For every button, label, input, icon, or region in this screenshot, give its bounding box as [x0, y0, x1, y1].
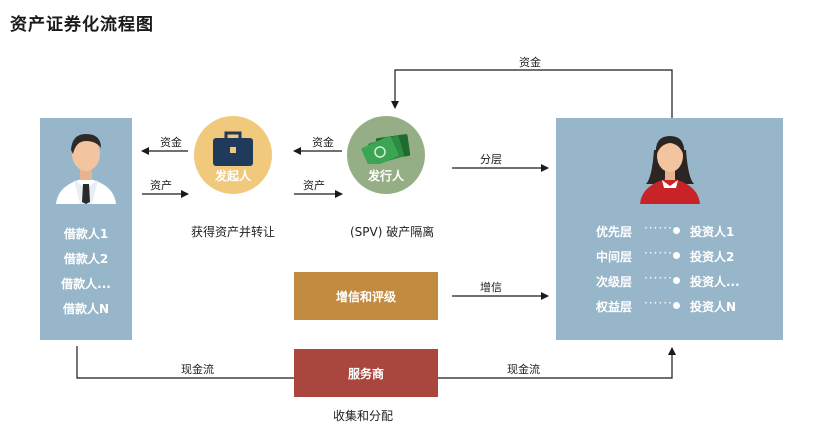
tranche-name: 优先层 — [596, 225, 633, 239]
briefcase-icon — [213, 131, 253, 166]
issuer-caption: (SPV) 破产隔离 — [350, 225, 435, 239]
tranche-dots: ······ — [644, 246, 673, 260]
servicer-box: 服务商 — [294, 349, 438, 397]
sponsor-label: 发起人 — [214, 169, 251, 183]
tranche-dots: ······ — [644, 271, 673, 285]
bullet-icon — [673, 302, 680, 309]
money-icon — [361, 134, 411, 164]
investor-name: 投资人1 — [690, 225, 735, 239]
cashflow-right-arrow — [438, 347, 676, 379]
assets-to-issuer-label: 资产 — [303, 179, 325, 192]
bullet-icon — [673, 277, 680, 284]
tranche-name: 权益层 — [596, 300, 633, 314]
tranche-row: 次级层 ······ 投资人... — [556, 268, 783, 293]
tranche-name: 次级层 — [596, 275, 633, 289]
tranche-dots: ······ — [644, 221, 673, 235]
funds-to-sponsor-label: 资金 — [312, 136, 334, 149]
bullet-icon — [673, 252, 680, 259]
tranche-name: 中间层 — [596, 250, 633, 264]
tranche-dots: ······ — [644, 296, 673, 310]
funds-to-borrower-label: 资金 — [160, 136, 182, 149]
tranche-row: 优先层 ······ 投资人1 — [556, 218, 783, 243]
page-title: 资产证券化流程图 — [10, 15, 154, 35]
borrower-list: 借款人1 借款人2 借款人... 借款人N — [40, 222, 132, 322]
funds-loop-arrow — [391, 69, 673, 118]
assets-to-sponsor-label: 资产 — [150, 179, 172, 192]
bullet-icon — [673, 227, 680, 234]
investor-name: 投资人N — [690, 300, 737, 314]
sponsor-caption: 获得资产并转让 — [191, 225, 276, 239]
investor-name: 投资人... — [690, 275, 740, 289]
credit-enhance-label: 增信 — [480, 281, 502, 294]
investor-name: 投资人2 — [690, 250, 735, 264]
issuer-circle: 发行人 — [347, 116, 425, 194]
tranche-row: 权益层 ······ 投资人N — [556, 293, 783, 318]
credit-rating-box: 增信和评级 — [294, 272, 438, 320]
tranche-row: 中间层 ······ 投资人2 — [556, 243, 783, 268]
investor-avatar-icon — [640, 136, 700, 204]
tranching-label: 分层 — [480, 153, 502, 166]
cashflow-right-label: 现金流 — [507, 363, 540, 376]
borrower-item: 借款人N — [62, 302, 110, 316]
borrower-item: 借款人1 — [63, 227, 109, 241]
borrower-item: 借款人... — [61, 277, 111, 291]
funds-top-label: 资金 — [519, 56, 541, 69]
issuer-label: 发行人 — [367, 169, 404, 183]
borrower-item: 借款人2 — [63, 252, 109, 266]
servicer-caption: 收集和分配 — [333, 409, 394, 423]
cashflow-left-label: 现金流 — [181, 363, 214, 376]
cashflow-left-line — [76, 346, 294, 379]
borrower-avatar-icon — [56, 134, 116, 204]
sponsor-circle: 发起人 — [194, 116, 272, 194]
